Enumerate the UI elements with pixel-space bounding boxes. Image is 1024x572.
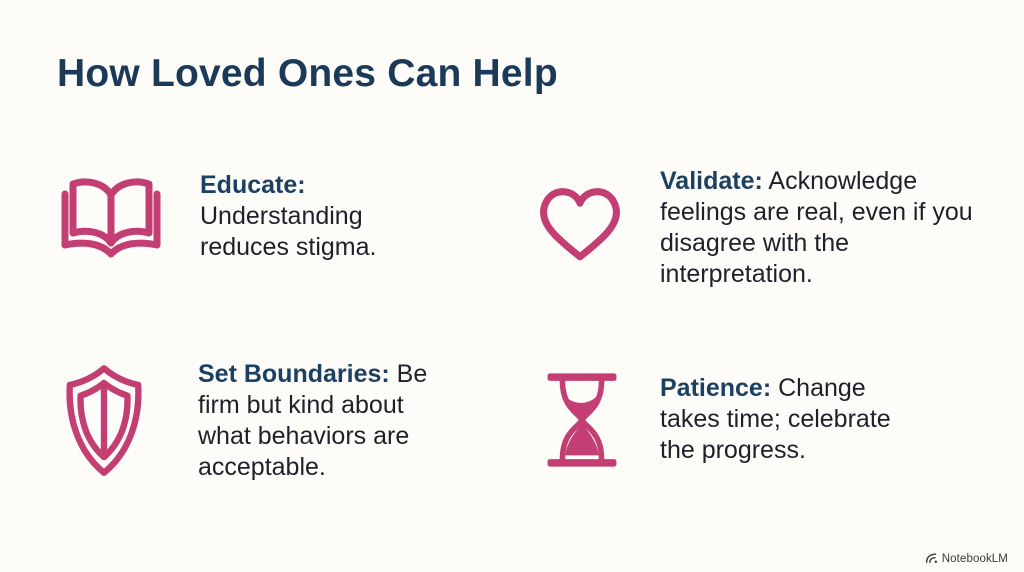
item-patience-body: Change takes time; celebrate the progres… [660, 374, 891, 464]
shield-icon [63, 363, 145, 479]
book-icon [56, 170, 166, 264]
watermark: NotebookLM [925, 552, 1008, 565]
item-validate-lead: Validate: [660, 167, 763, 195]
item-validate-body: Acknowledge feelings are real, even if y… [660, 167, 973, 288]
heart-icon [533, 178, 627, 266]
item-set-boundaries: Set Boundaries: Be firm but kind about w… [198, 359, 456, 483]
item-set-boundaries-lead: Set Boundaries: [198, 360, 390, 388]
item-patience-lead: Patience: [660, 374, 772, 402]
page-title: How Loved Ones Can Help [57, 52, 558, 95]
item-set-boundaries-body: Be firm but kind about what behaviors ar… [198, 360, 428, 481]
hourglass-icon [541, 367, 623, 473]
item-educate: Educate: Understanding reduces stigma. [200, 170, 408, 263]
item-validate: Validate: Acknowledge feelings are real,… [660, 166, 974, 290]
notebooklm-logo-icon [925, 553, 937, 563]
watermark-label: NotebookLM [941, 552, 1008, 565]
item-educate-lead: Educate: [200, 171, 306, 199]
item-patience: Patience: Change takes time; celebrate t… [660, 373, 924, 466]
item-educate-body: Understanding reduces stigma. [200, 202, 377, 261]
